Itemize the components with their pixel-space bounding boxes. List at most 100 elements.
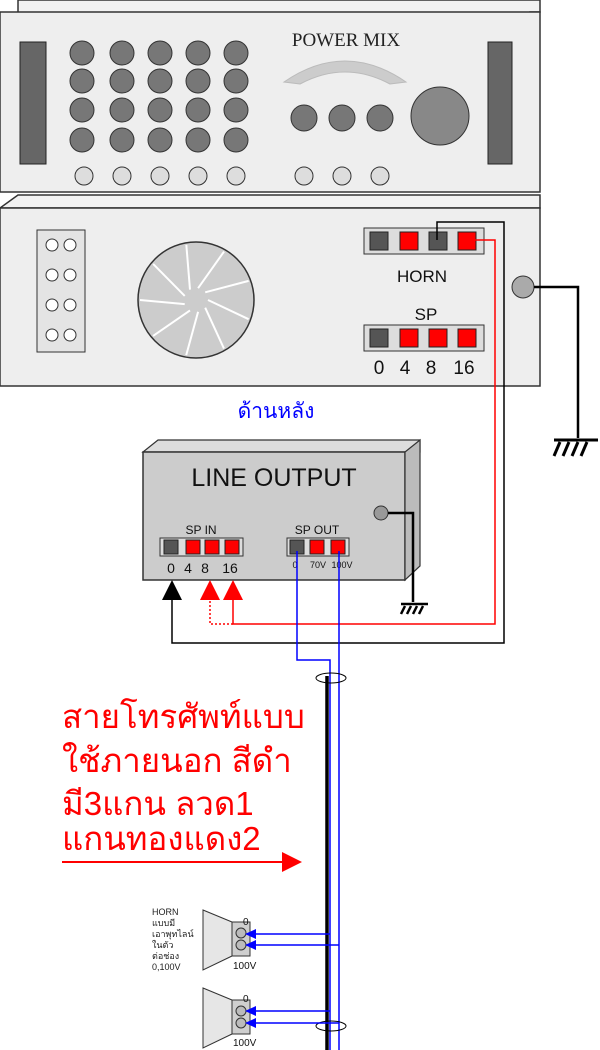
front-knob [69,40,95,66]
horn-terminal [235,1005,247,1017]
front-knob [109,127,135,153]
fan-blade [197,250,225,289]
front-knob [290,104,318,132]
horn-to-sp-in-0-wire [171,221,505,644]
line-output-ground-wire [388,511,415,602]
line-output-title: LINE OUTPUT [191,464,356,492]
sp-out-tap-100v: 100V [331,560,352,570]
front-knob [69,68,95,94]
sp-out-blue-wires [296,551,340,1050]
note-arrow [62,852,302,872]
sp-in-tap-16: 16 [222,560,238,576]
strip-hole [63,268,77,282]
ground-symbol-icon [552,438,598,457]
horn-label: HORN [397,267,447,286]
front-knob [185,40,211,66]
left-handle [19,41,47,165]
fan-blade [185,311,200,356]
horn-note-line: ต่อช่อง [152,951,179,961]
front-knob [109,68,135,94]
line-output-ground-screw [373,505,389,521]
amplifier-back: HORN SP 0 4 8 16 [0,194,541,387]
strip-hole [45,268,59,282]
sp-out-tap-0: 0 [292,560,297,570]
horn-speaker-icon [202,909,233,971]
horn-tap-100v: 100V [233,961,257,972]
horn-note-line: ในตัว [152,940,173,950]
sp-in-terminal [224,539,240,555]
horn-to-sp-in-16-wire [232,239,496,625]
front-knob [328,104,356,132]
front-knob [69,97,95,123]
small-knob [332,166,352,186]
sp-in-tap-4: 4 [184,560,192,576]
horn-speaker-2: 0 100V [202,987,257,1049]
front-knob [223,68,249,94]
front-knob [223,40,249,66]
front-knob [223,127,249,153]
amplifier-front: POWER MIX [0,0,541,193]
fan-icon [137,241,255,359]
fan-blade [185,244,191,290]
strip-hole [63,328,77,342]
horn-note-line: 0,100V [152,962,181,972]
cable-bundle-marker [315,1020,347,1032]
sp-in-8-dotted-wire [209,598,233,625]
fan-blade [204,307,225,349]
fan-blade [204,279,249,294]
horn-speaker-1: HORN แบบมี เอาพุทไลน์ ในตัว ต่อช่อง 0,10… [152,907,257,972]
front-knob [69,127,95,153]
front-knob [185,127,211,153]
strip-hole [45,298,59,312]
small-knob [370,166,390,186]
front-knob [147,97,173,123]
cable-note-line-2: ใช้ภายนอก สีดำ [62,742,292,779]
small-knob [188,166,208,186]
sp-in-tap-0: 0 [167,560,175,576]
horn-note-line: แบบมี [152,918,175,928]
sp-terminal [369,328,389,348]
strip-hole [45,328,59,342]
arrow-head-icon [245,929,256,939]
vu-meter-arc [282,60,408,85]
arrow-head-icon [245,1018,256,1028]
sp-tap-0: 0 [374,358,385,379]
front-knob [366,104,394,132]
strip-hole [45,238,59,252]
horn-note-line: HORN [152,907,179,917]
horn-terminal [235,927,247,939]
sp-in-terminal [163,539,179,555]
front-knob [147,127,173,153]
horn-terminal [235,939,247,951]
sp-tap-8: 8 [426,358,437,379]
small-knob [74,166,94,186]
front-knob-grid [69,40,249,153]
fan-blade [139,298,185,306]
back-side-caption: ด้านหลัง [238,400,315,423]
sp-out-terminal [330,539,346,555]
small-knob [294,166,314,186]
horn-note-line: เอาพุทไลน์ [152,928,194,940]
front-knob [109,40,135,66]
horn-speaker-icon [202,987,233,1049]
sp-in-label: SP IN [185,523,216,537]
sp-out-terminal [309,539,325,555]
horn-terminal [235,1017,247,1029]
terminal-strip-holes [45,238,77,342]
front-knob [185,97,211,123]
line-output-box: LINE OUTPUT SP IN 0 4 8 16 SP OUT 0 70V … [141,438,421,582]
small-knob [150,166,170,186]
terminal-strip-panel [36,229,86,353]
strip-hole [63,238,77,252]
arrow-head-icon [245,940,256,950]
arrow-head-icon [200,580,220,600]
volume-knob [410,86,470,146]
amp-ground-wire [534,285,580,438]
front-knob [223,97,249,123]
front-knob [147,68,173,94]
horn-1-feed-wires [252,933,339,946]
horn-tap-0: 0 [243,917,249,928]
sp-in-tap-8: 8 [201,560,209,576]
sp-in-terminal [204,539,220,555]
